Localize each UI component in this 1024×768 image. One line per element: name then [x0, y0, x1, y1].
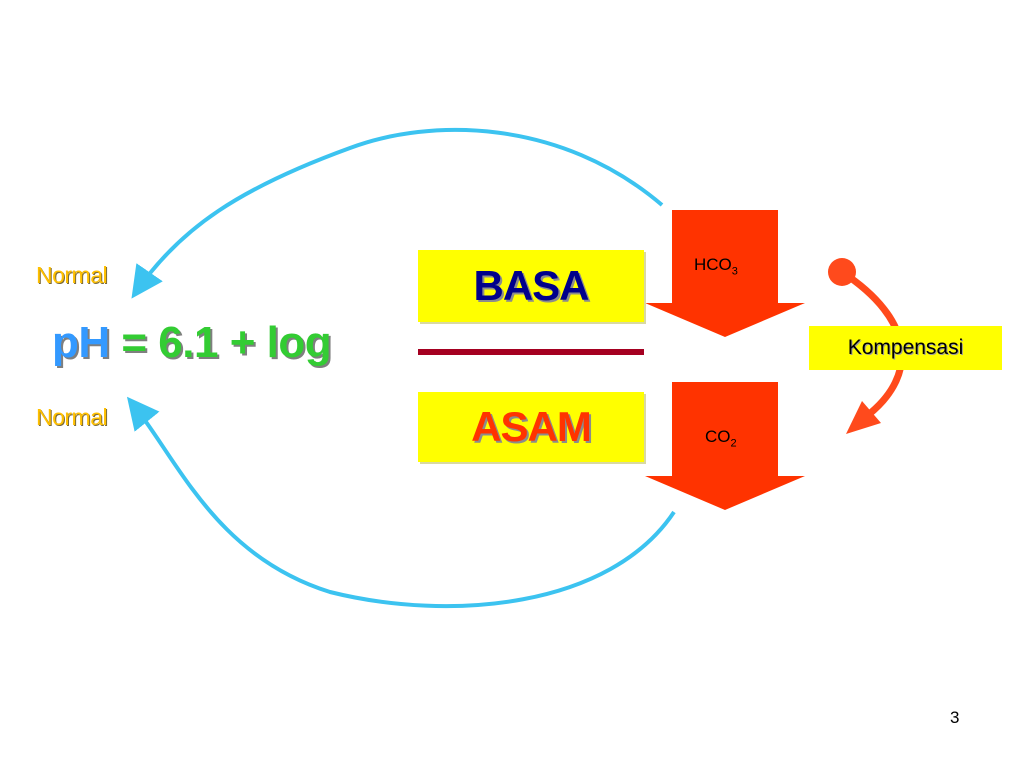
- ph-equation: pH = 6.1 + log: [52, 318, 332, 368]
- normal-label-top: Normal: [36, 262, 108, 288]
- co2-base: CO: [705, 427, 731, 446]
- asam-box: ASAM: [418, 392, 644, 462]
- ph-symbol: pH: [52, 318, 110, 367]
- co2-label: CO2: [705, 427, 737, 449]
- kompensasi-box: Kompensasi: [809, 326, 1002, 370]
- co2-subscript: 2: [730, 437, 737, 450]
- hco3-subscript: 3: [731, 265, 738, 278]
- page-number: 3: [950, 708, 960, 727]
- hco3-base: HCO: [694, 255, 732, 274]
- co2-down-arrow: [645, 382, 805, 510]
- equation-rest: = 6.1 + log: [109, 318, 332, 367]
- feedback-arrow-top: [131, 127, 664, 299]
- basa-box: BASA: [418, 250, 644, 322]
- hco3-down-arrow: [645, 210, 805, 337]
- compensation-arrow-start-dot: [828, 258, 856, 286]
- feedback-arrow-bottom: [126, 396, 676, 609]
- normal-label-bottom: Normal: [36, 404, 108, 430]
- hco3-label: HCO3: [694, 255, 738, 277]
- compensation-arrow-head: [846, 401, 881, 434]
